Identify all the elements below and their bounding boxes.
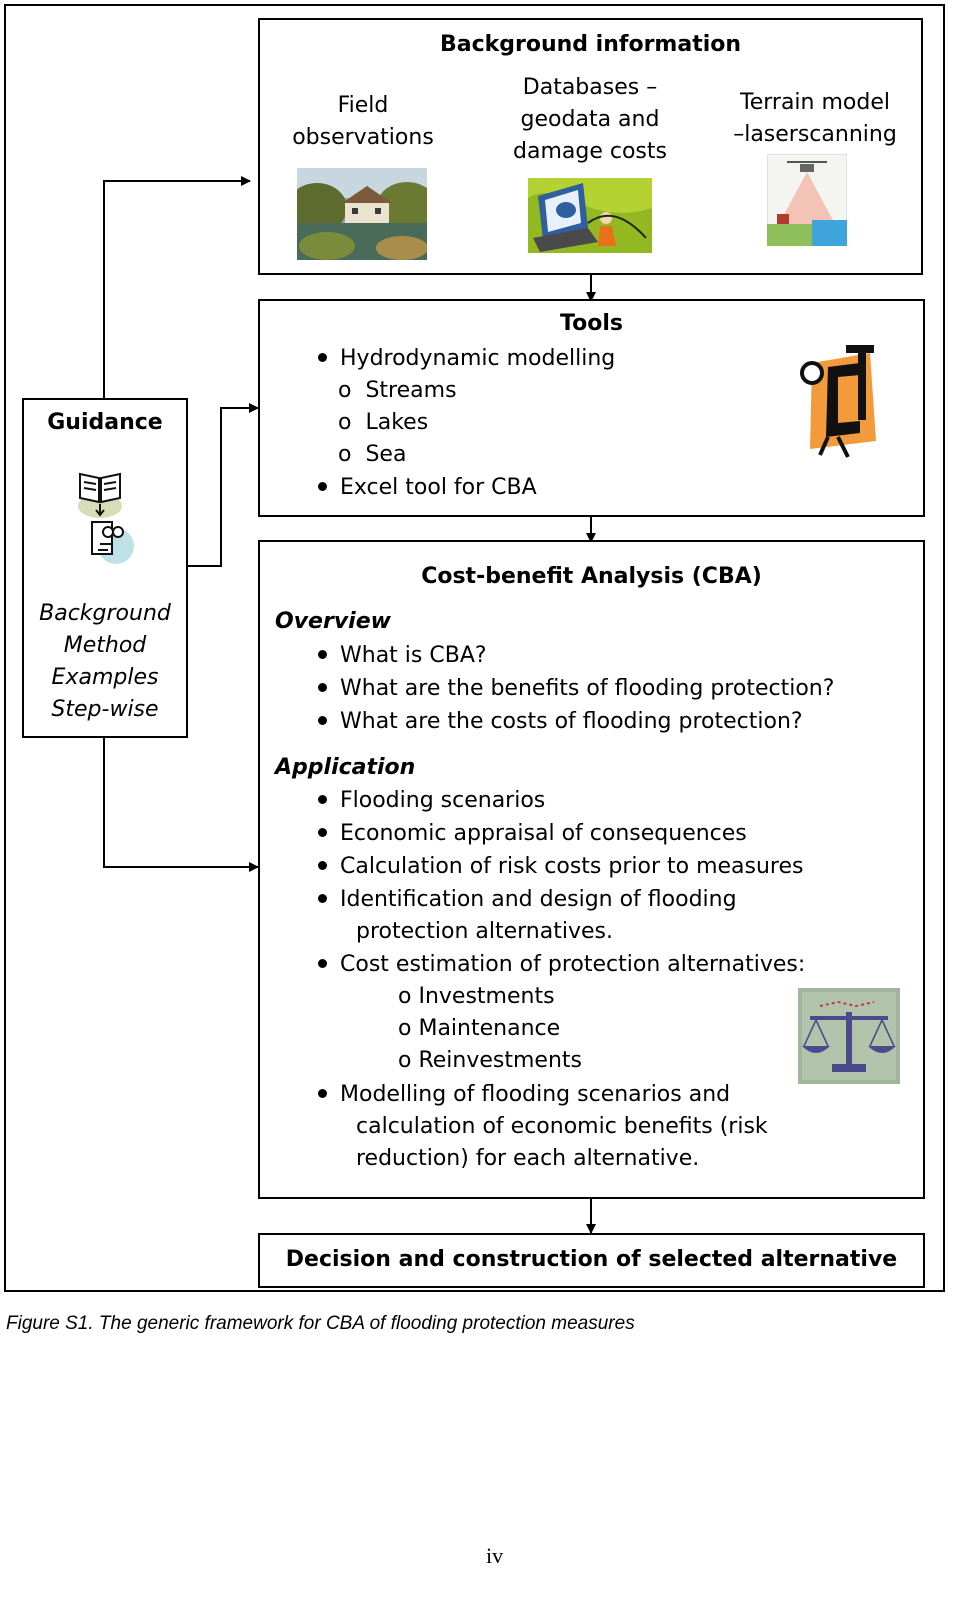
overview-item: What are the benefits of flooding protec… — [318, 673, 834, 705]
overview-item: What are the costs of flooding protectio… — [318, 706, 803, 738]
application-item-continued: reduction) for each alternative. — [356, 1146, 700, 1171]
application-item: Cost estimation of protection alternativ… — [318, 949, 805, 981]
scales-icon — [798, 988, 900, 1084]
book-icon — [78, 472, 122, 518]
background-box: Background information Field observation… — [258, 18, 923, 275]
application-item-continued: protection alternatives. — [356, 919, 613, 944]
cost-sub-item-maintenance: o Maintenance — [398, 1016, 561, 1041]
application-item: Economic appraisal of consequences — [318, 818, 747, 850]
page-number: iv — [486, 1543, 504, 1568]
cost-sub-item-investments: o Investments — [398, 984, 555, 1009]
cba-box: Cost-benefit Analysis (CBA) Overview Wha… — [258, 540, 925, 1199]
tools-title: Tools — [560, 311, 623, 336]
database-computer-icon — [528, 178, 652, 253]
person-reading-icon — [91, 521, 134, 564]
application-heading: Application — [275, 755, 416, 780]
application-item: Modelling of flooding scenarios and — [318, 1079, 730, 1111]
guidance-item-method: Method — [63, 633, 147, 658]
house-photo-icon — [297, 168, 427, 260]
outer-frame — [4, 4, 945, 1292]
application-item: Flooding scenarios — [318, 785, 545, 817]
decision-title: Decision and construction of selected al… — [285, 1247, 898, 1272]
clamp-tool-icon — [800, 345, 876, 458]
terrain-label: Terrain model –laserscanning — [733, 90, 897, 147]
application-item: Calculation of risk costs prior to measu… — [318, 851, 803, 883]
overview-item: What is CBA? — [318, 640, 487, 672]
guidance-item-examples: Examples — [51, 665, 159, 690]
arrow-guidance-to-tools — [186, 403, 259, 567]
cba-title: Cost-benefit Analysis (CBA) — [421, 564, 762, 589]
laserscanning-icon — [767, 154, 847, 246]
decision-box: Decision and construction of selected al… — [258, 1233, 925, 1288]
overview-heading: Overview — [275, 609, 391, 634]
guidance-item-background: Background — [39, 601, 171, 626]
arrow-guidance-to-cba — [103, 737, 259, 872]
arrow-guidance-to-background — [103, 176, 251, 398]
figure-caption: Figure S1. The generic framework for CBA… — [6, 1313, 635, 1334]
field-label: Field observations — [292, 93, 434, 150]
tools-item-hydrodynamic: Hydrodynamic modelling — [318, 343, 615, 375]
application-item-continued: calculation of economic benefits (risk — [356, 1114, 768, 1139]
databases-label: Databases – geodata and damage costs — [513, 75, 667, 164]
guidance-box: Guidance Background Method Examples Step… — [22, 398, 188, 738]
application-item: Identification and design of flooding — [318, 884, 737, 916]
tools-item-excel: Excel tool for CBA — [318, 472, 537, 504]
guidance-item-stepwise: Step-wise — [51, 697, 159, 722]
guidance-title: Guidance — [47, 410, 163, 435]
background-title: Background information — [439, 32, 742, 57]
cost-sub-item-reinvestments: o Reinvestments — [398, 1048, 582, 1073]
